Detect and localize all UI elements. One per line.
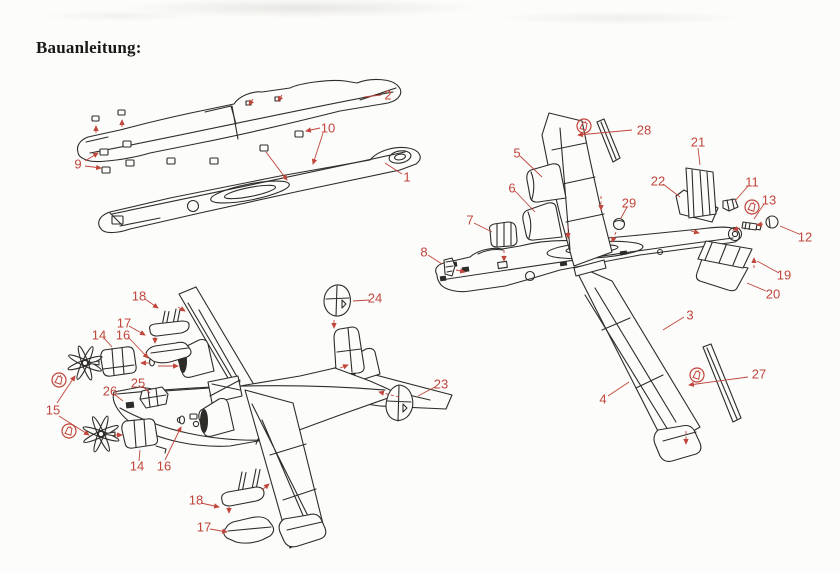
glue-symbol-icon xyxy=(689,367,705,383)
part-label-14b: 14 xyxy=(129,458,145,474)
part-label-15: 15 xyxy=(45,402,61,418)
glue-symbol-icon xyxy=(61,423,77,439)
part-label-16a: 16 xyxy=(115,327,131,343)
part-label-9: 9 xyxy=(74,156,82,172)
glue-symbols xyxy=(51,118,760,439)
part-label-25: 25 xyxy=(130,375,146,391)
window-parts xyxy=(91,96,304,174)
part-label-23: 23 xyxy=(433,376,449,392)
part-label-2: 2 xyxy=(384,87,392,103)
part-label-14a: 14 xyxy=(91,327,107,343)
glue-symbol-icon xyxy=(744,199,760,215)
part-label-18a: 18 xyxy=(131,288,147,304)
propeller-upper xyxy=(67,345,103,381)
part-label-21: 21 xyxy=(690,134,706,150)
part-label-12: 12 xyxy=(797,229,813,245)
wing-tail-assembly-drawing xyxy=(435,112,779,462)
page-title: Bauanleitung: xyxy=(36,38,142,57)
part-label-29: 29 xyxy=(621,195,637,211)
part-label-11: 11 xyxy=(745,174,759,190)
part-label-16b: 16 xyxy=(156,458,172,474)
part-label-6: 6 xyxy=(508,180,516,196)
part-label-17a: 17 xyxy=(116,315,132,331)
final-aircraft-drawing xyxy=(67,284,453,549)
part-label-18b: 18 xyxy=(188,492,204,508)
part-label-24: 24 xyxy=(367,290,383,306)
part-label-7: 7 xyxy=(466,212,474,228)
part-label-13: 13 xyxy=(761,192,777,208)
part-label-28: 28 xyxy=(636,122,652,138)
part-label-17b: 17 xyxy=(196,519,212,535)
part-label-26: 26 xyxy=(102,383,118,399)
part-label-5: 5 xyxy=(513,145,521,161)
fuselage-halves-drawing xyxy=(76,78,421,234)
part-label-4: 4 xyxy=(599,391,607,407)
part-label-27: 27 xyxy=(751,366,767,382)
leader-lines xyxy=(56,94,800,534)
part-label-10: 10 xyxy=(320,120,336,136)
part-label-19: 19 xyxy=(776,267,792,283)
part-label-1: 1 xyxy=(403,169,411,185)
part-label-22: 22 xyxy=(650,173,666,189)
glue-symbol-icon xyxy=(51,372,67,388)
part-label-3: 3 xyxy=(686,307,694,323)
part-label-20: 20 xyxy=(765,286,781,302)
part-label-8: 8 xyxy=(420,244,428,260)
propeller-lower xyxy=(82,415,120,453)
glue-symbol-icon xyxy=(576,118,592,134)
